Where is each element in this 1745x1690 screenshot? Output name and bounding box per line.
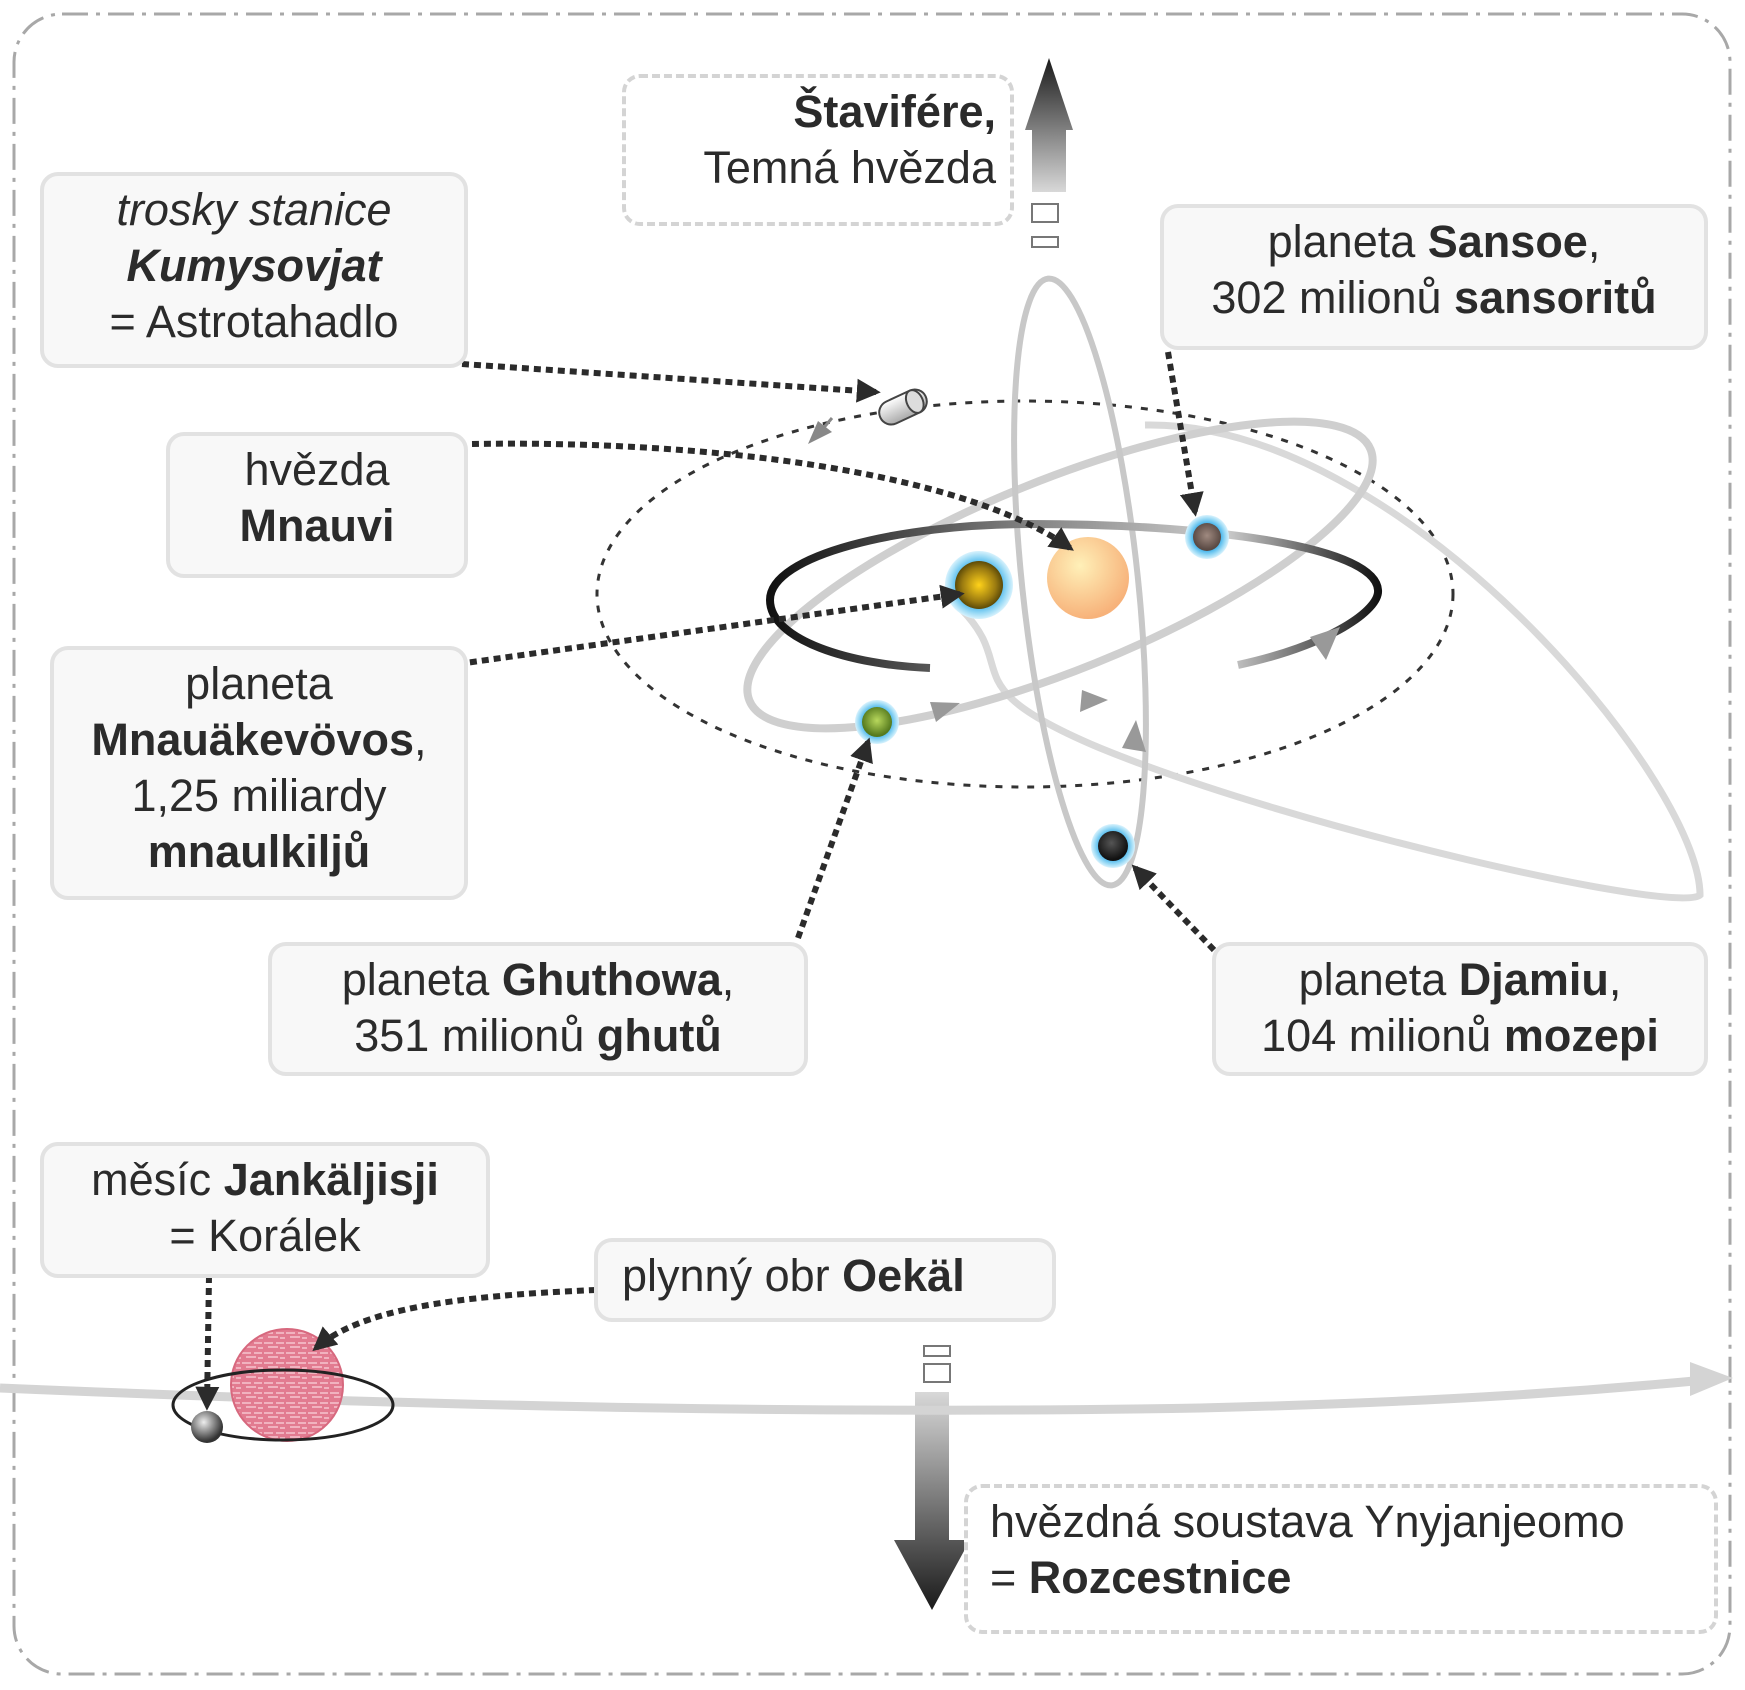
tilted-orbit <box>743 417 1377 733</box>
moon-orbit <box>171 1368 395 1442</box>
djamiu-pop-name: mozepi <box>1503 1010 1659 1061</box>
sansoe-prefix: planeta <box>1267 216 1428 267</box>
star-name: Mnauvi <box>239 500 395 551</box>
giant-name: Oekäl <box>842 1250 965 1301</box>
sansoe-pop-name: sansoritů <box>1454 272 1657 323</box>
label-star: hvězda Mnauvi <box>166 432 468 578</box>
pointer-giant <box>312 1287 597 1352</box>
system-name: Rozcestnice <box>1028 1552 1292 1603</box>
moon-alias: = Korálek <box>169 1210 361 1261</box>
inner-orbit-arrowhead <box>1310 627 1340 660</box>
outer-frame <box>12 12 1732 1676</box>
giant-prefix: plynný obr <box>622 1250 843 1301</box>
mnauakevovos-prefix: planeta <box>185 658 333 709</box>
mnauakevovos-pop-name: mnaulkiljů <box>147 826 371 877</box>
stavifere-name: Štavifére, <box>793 86 996 137</box>
up-arrow-dash-2 <box>1031 236 1059 248</box>
label-moon: měsíc Jankäljisji = Korálek <box>40 1142 490 1278</box>
vertical-orbit <box>1011 275 1149 889</box>
planet-ghuthowa <box>862 707 892 737</box>
station-prefix: trosky stanice <box>116 184 392 235</box>
sansoe-name: Sansoe <box>1427 216 1588 267</box>
pointer-djamiu <box>1131 864 1217 953</box>
long-orbit-arrowhead <box>1080 690 1108 712</box>
system-prefix: hvězdná soustava Ynyjanjeomo <box>990 1496 1625 1547</box>
down-arrow-dash-2 <box>923 1363 951 1383</box>
label-djamiu: planeta Djamiu, 104 milionů mozepi <box>1212 942 1708 1076</box>
mnauakevovos-name: Mnauäkevövos <box>91 714 415 765</box>
pointer-station <box>461 361 881 403</box>
station-kumysovjat <box>878 388 928 426</box>
tilted-orbit-arrowhead <box>930 702 960 722</box>
ghuthowa-pop-name: ghutů <box>596 1010 722 1061</box>
label-stavifere: Štavifére, Temná hvězda <box>622 74 1014 226</box>
sansoe-pop-prefix: 302 milionů <box>1211 272 1455 323</box>
long-orbit <box>959 421 1704 902</box>
star-prefix: hvězda <box>244 444 390 495</box>
djamiu-pop-prefix: 104 milionů <box>1261 1010 1504 1061</box>
ghuthowa-pop-prefix: 351 milionů <box>354 1010 597 1061</box>
moon-jankaljisji <box>191 1411 223 1443</box>
planet-mnauakevovos <box>955 561 1003 609</box>
outer-dashed-orbit <box>595 399 1455 789</box>
planet-sansoe <box>1193 523 1221 551</box>
mnauakevovos-suffix: , <box>414 714 427 765</box>
pointer-star <box>471 440 1074 551</box>
star-mnauvi <box>1047 537 1129 619</box>
djamiu-prefix: planeta <box>1298 954 1459 1005</box>
sansoe-suffix: , <box>1587 216 1601 267</box>
label-station: trosky stanice Kumysovjat = Astrotahadlo <box>40 172 468 368</box>
ghuthowa-suffix: , <box>721 954 735 1005</box>
down-arrow <box>894 1392 970 1610</box>
pointer-mnauakevovos <box>457 584 965 667</box>
mnauakevovos-pop-prefix: 1,25 miliardy <box>131 770 387 821</box>
label-giant: plynný obr Oekäl <box>594 1238 1056 1322</box>
gas-giant-oekal <box>230 1328 344 1442</box>
vertical-orbit-arrowhead <box>1122 720 1146 752</box>
moon-name: Jankäljisji <box>223 1154 439 1205</box>
up-arrow <box>1025 58 1073 192</box>
moon-prefix: měsíc <box>91 1154 224 1205</box>
label-sansoe: planeta Sansoe, 302 milionů sansoritů <box>1160 204 1708 350</box>
station-name: Kumysovjat <box>126 240 382 291</box>
up-arrow-dash-1 <box>1031 203 1059 223</box>
pointer-ghuthowa <box>795 737 873 940</box>
djamiu-name: Djamiu <box>1458 954 1609 1005</box>
ghuthowa-name: Ghuthowa <box>501 954 722 1005</box>
ghuthowa-prefix: planeta <box>341 954 502 1005</box>
station-alias: = Astrotahadlo <box>109 296 399 347</box>
dashed-orbit-arrowhead <box>808 421 832 444</box>
pointer-moon <box>195 1275 220 1411</box>
system-eq: = <box>990 1552 1029 1603</box>
stavifere-desc: Temná hvězda <box>703 142 996 193</box>
djamiu-suffix: , <box>1608 954 1622 1005</box>
travel-path-arrowhead <box>1690 1362 1733 1396</box>
pointer-sansoe <box>1165 351 1204 517</box>
label-mnauakevovos: planeta Mnauäkevövos, 1,25 miliardy mnau… <box>50 646 468 900</box>
label-system: hvězdná soustava Ynyjanjeomo = Rozcestni… <box>964 1484 1718 1634</box>
down-arrow-dash-1 <box>923 1345 951 1357</box>
label-ghuthowa: planeta Ghuthowa, 351 milionů ghutů <box>268 942 808 1076</box>
planet-djamiu <box>1098 831 1128 861</box>
